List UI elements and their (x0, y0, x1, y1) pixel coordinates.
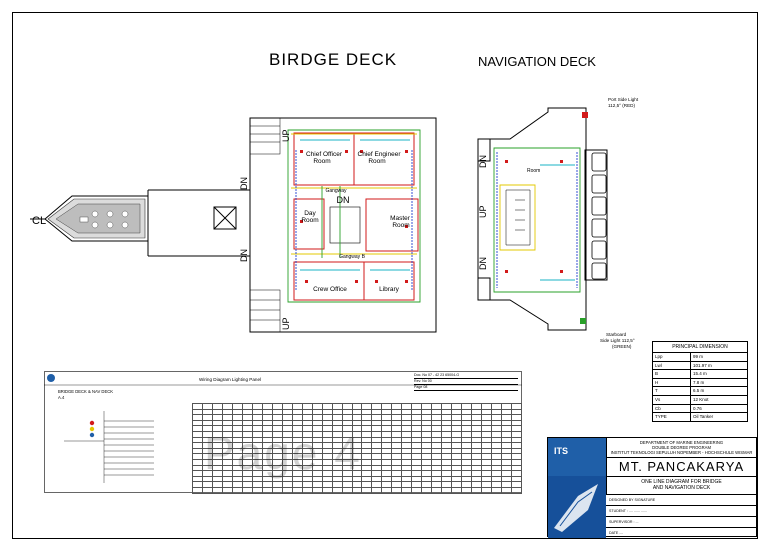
wiring-table-row (192, 419, 522, 427)
room-chief-officer-line1: Chief Officer (306, 151, 343, 158)
svg-text:Starboard: Starboard (606, 332, 627, 337)
room-master-line1: Master (390, 215, 411, 222)
room-day-line2: Room (301, 217, 318, 224)
nav-room-label: Room (527, 168, 540, 174)
wiring-load-table (192, 403, 522, 494)
svg-text:UP: UP (478, 205, 488, 218)
supervisor-row: SUPERVISOR : ... (606, 516, 756, 527)
wiring-table-row (192, 470, 522, 477)
wiring-table-row (192, 431, 522, 438)
svg-text:UP: UP (281, 317, 291, 330)
room-chief-officer-line2: Room (313, 158, 330, 165)
bridge-rooms (293, 132, 419, 301)
ship-name: MT. PANCAKARYA (606, 458, 756, 477)
port-light-label: Port Side Light 112,5° (RED) (608, 97, 639, 108)
room-master-line2: Room (392, 222, 409, 229)
wiring-table-row (192, 408, 522, 416)
dn-center-label: DN (337, 195, 350, 205)
gangway-b-label: Gangway B (339, 254, 366, 260)
wiring-diagram-panel: Wiring Diagram Lighting Panel Doc. No 07… (44, 371, 522, 494)
department-info: DEPARTMENT OF MARINE ENGINEERING DOUBLE … (606, 438, 756, 458)
wiring-table-row (192, 425, 522, 432)
wiring-table-row (192, 453, 522, 460)
wiring-table-row (192, 464, 522, 472)
centerline-symbol: CL (32, 215, 46, 227)
svg-text:DN: DN (478, 155, 488, 168)
wiring-table-row (192, 403, 522, 410)
drawing-title: ONE LINE DIAGRAM FOR BRIDGE AND NAVIGATI… (606, 476, 756, 494)
bridge-fixtures (300, 150, 408, 283)
designer-row: DESIGNED BY SIGNATURE (606, 494, 756, 505)
wiring-table-row (192, 458, 522, 466)
svg-text:Side Light 112,5°: Side Light 112,5° (600, 338, 635, 343)
svg-text:DN: DN (478, 257, 488, 270)
nav-stair-labels: DN UP DN (478, 155, 488, 270)
ship-logo-image (548, 476, 606, 538)
room-chief-engineer-line2: Room (368, 158, 385, 165)
title-block: ITS DEPARTMENT OF MARINE ENGINEERING DOU… (547, 437, 757, 538)
starboard-light-label: Starboard Side Light 112,5° (GREEN) (600, 332, 635, 349)
student-row: STUDENT : .... ...... ...... (606, 505, 756, 516)
wiring-table-row (192, 442, 522, 449)
nav-wiring (493, 147, 581, 293)
svg-text:DN: DN (239, 249, 249, 262)
bridge-deck-outline (147, 117, 437, 333)
room-library: Library (379, 286, 400, 293)
bridge-deck-title: BIRDGE DECK (269, 50, 398, 69)
room-crew-office: Crew Office (313, 286, 347, 293)
wiring-doc-info: Doc. No 07 - 42 23 65004-G Rev. No 00 Pa… (414, 373, 518, 391)
wiring-table-row (192, 475, 522, 483)
room-day-line1: Day (304, 210, 316, 217)
svg-text:UP: UP (281, 129, 291, 142)
navigation-deck-title: NAVIGATION DECK (478, 54, 596, 69)
wiring-section-label: BRIDGE DECK & NAV DECK (58, 389, 114, 394)
page-watermark: Page 4 (204, 427, 362, 479)
nav-fixtures (505, 112, 588, 273)
svg-text:(GREEN): (GREEN) (612, 344, 632, 349)
stair-labels: UP DN DN UP (239, 129, 291, 330)
starboard-light-marker (580, 318, 586, 324)
wiring-table-row (192, 436, 522, 444)
date-row: DATE .... (606, 527, 756, 538)
wiring-title: Wiring Diagram Lighting Panel (199, 377, 262, 382)
its-logo: ITS (548, 438, 606, 476)
wiring-table-row (192, 414, 522, 421)
navigation-deck-outline (477, 107, 608, 331)
ship-bow (30, 195, 149, 242)
wiring-table-row (192, 447, 522, 455)
wiring-table-row (192, 486, 522, 494)
room-chief-engineer-line1: Chief Engineer (358, 151, 402, 158)
bridge-wiring (287, 129, 421, 303)
wiring-diagram-lines (44, 371, 522, 493)
wiring-table-row (192, 481, 522, 488)
gangway-label: Gangway (325, 188, 347, 194)
drawing-border (12, 12, 758, 539)
svg-text:Port Side Light: Port Side Light (608, 97, 639, 102)
wheelhouse-windows (591, 152, 607, 280)
principal-dimension-title: PRINCIPAL DIMENSION (652, 341, 748, 353)
svg-text:112,5° (RED): 112,5° (RED) (608, 103, 635, 108)
bridge-stairs (249, 117, 281, 333)
svg-text:DN: DN (239, 177, 249, 190)
wiring-section-sub: A.4 (58, 395, 65, 400)
